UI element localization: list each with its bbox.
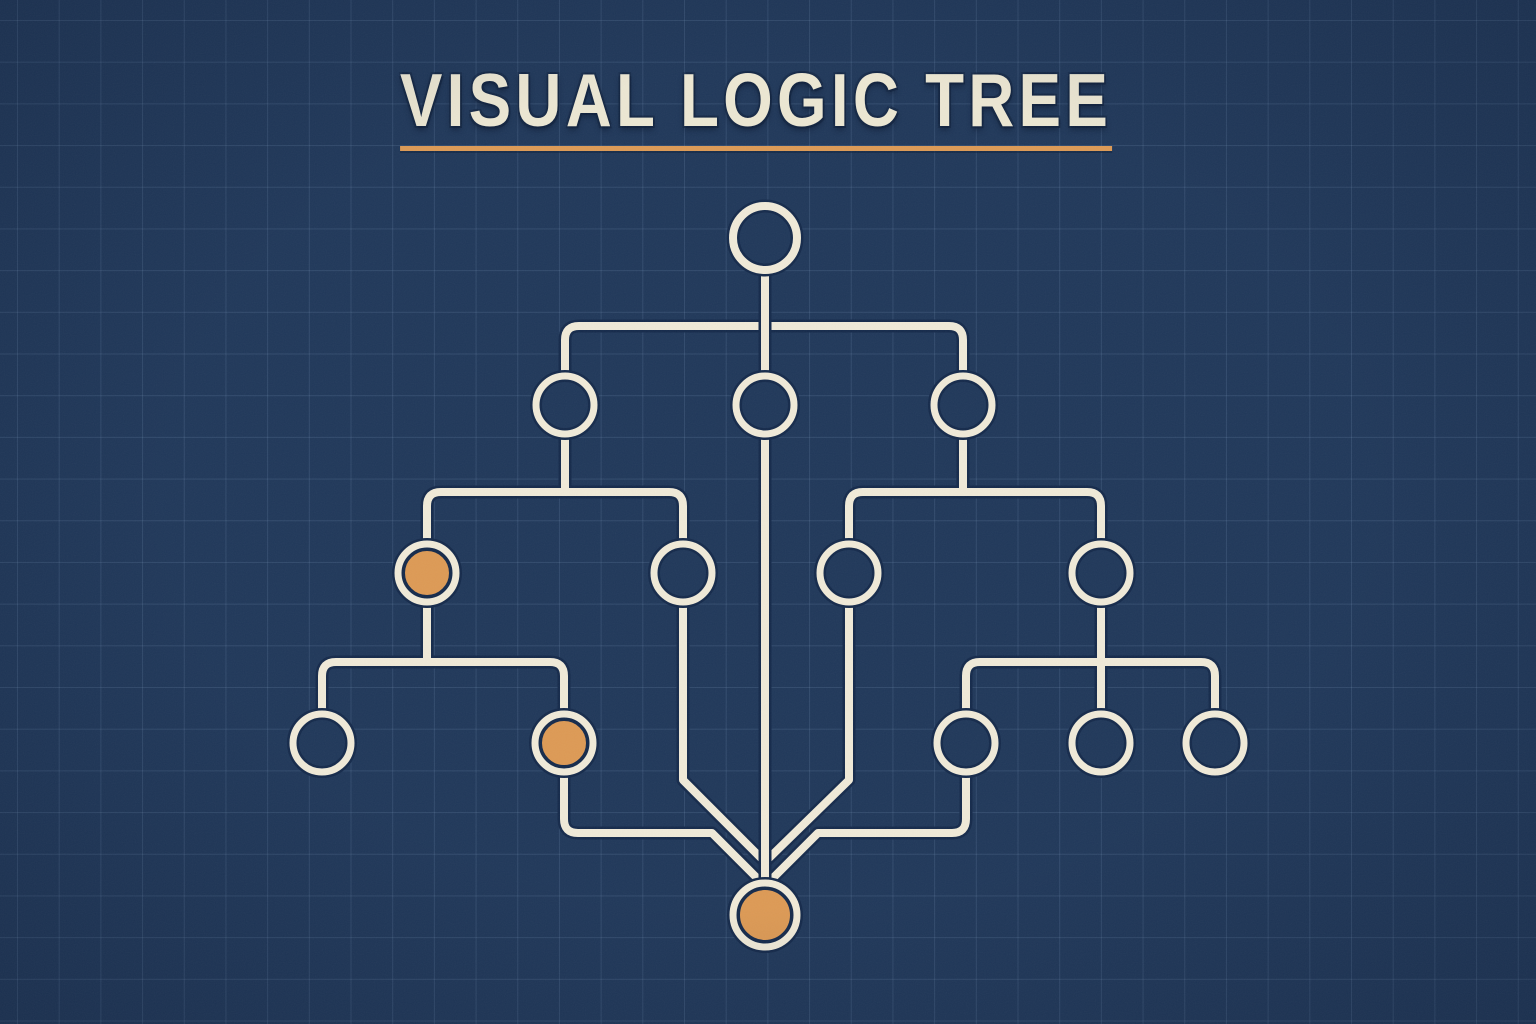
edge-rr-bar (959, 598, 1222, 719)
highlight-disc (737, 887, 793, 943)
node-level3-d (1066, 708, 1136, 778)
edge-inner-right (758, 598, 856, 869)
node-level1-center (730, 370, 800, 440)
node-level1-left (530, 370, 600, 440)
highlight-disc (539, 718, 589, 768)
node-level2-b (648, 538, 718, 608)
title-underline (399, 146, 1112, 151)
node-level2-d (1066, 538, 1136, 608)
node-level1-right (928, 370, 998, 440)
node-level3-e (1180, 708, 1250, 778)
node-level3-b-filled (529, 708, 599, 778)
edge-left-bar (420, 430, 690, 549)
edge-right-bar (842, 430, 1108, 549)
page-title: VISUAL LOGIC TREE (399, 58, 1113, 142)
node-level3-a (287, 708, 357, 778)
node-level2-c (814, 538, 884, 608)
node-sink-filled (727, 877, 803, 953)
highlight-disc (402, 548, 452, 598)
node-root (726, 199, 804, 277)
title-block: VISUAL LOGIC TREE (337, 63, 1175, 151)
edge-ll-bar (315, 598, 571, 719)
edge-inner-left (676, 598, 772, 869)
node-level2-a-filled (392, 538, 462, 608)
node-level3-c (931, 708, 1001, 778)
